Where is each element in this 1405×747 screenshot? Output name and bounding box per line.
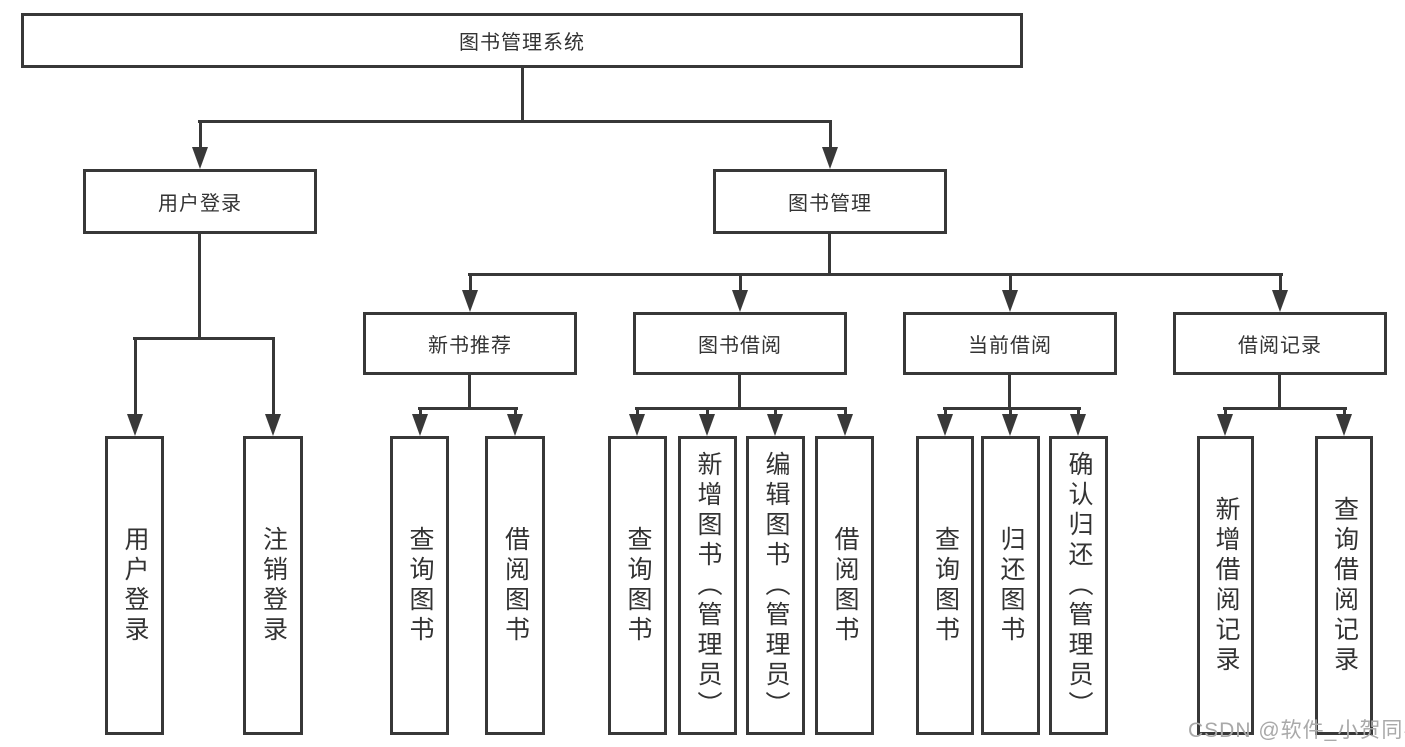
node-borrow-records-label: 借阅记录 [1238,335,1322,357]
csdn-watermark: CSDN @软件_小贺同学 [1188,719,1405,742]
connector-new-book-stem [468,375,471,410]
leaf-confirm-return-admin: 确认归还（管理员） [1049,436,1108,735]
arrow-down-icon [699,410,715,436]
leaf-add-books-admin: 新增图书（管理员） [678,436,737,735]
arrow-down-icon [937,410,953,436]
arrow-down-icon [462,276,478,312]
arrow-down-icon [1002,410,1018,436]
leaf-borrow-books-recommend: 借阅图书 [485,436,545,735]
arrow-down-icon [1002,276,1018,312]
node-book-borrow: 图书借阅 [633,312,847,375]
leaf-add-borrow-record: 新增借阅记录 [1197,436,1254,735]
leaf-logout-label: 注销登录 [259,525,288,646]
leaf-query-books-borrow-label: 查询图书 [624,525,652,646]
leaf-query-books-recommend-label: 查询图书 [406,525,434,646]
arrow-down-icon [1217,410,1233,436]
leaf-query-books-borrow: 查询图书 [608,436,667,735]
connector-borrow-records-stem [1278,375,1281,410]
arrow-down-icon [265,340,281,436]
leaf-add-books-admin-label: 新增图书（管理员） [694,450,722,721]
arrow-down-icon [1070,410,1086,436]
node-book-management-label: 图书管理 [788,193,872,215]
leaf-logout: 注销登录 [243,436,303,735]
arrow-down-icon [822,123,838,169]
leaf-return-books-label: 归还图书 [997,525,1025,646]
leaf-query-books-recommend: 查询图书 [390,436,449,735]
connector-book-borrow-stem [738,375,741,410]
leaf-query-books-current: 查询图书 [916,436,974,735]
arrow-down-icon [732,276,748,312]
connector-current-borrow-rail [943,407,1081,410]
arrow-down-icon [507,410,523,436]
node-book-management: 图书管理 [713,169,947,234]
connector-borrow-records-rail [1223,407,1347,410]
arrow-down-icon [837,410,853,436]
node-borrow-records: 借阅记录 [1173,312,1387,375]
leaf-borrow-books-recommend-label: 借阅图书 [501,525,530,646]
node-root-system: 图书管理系统 [21,13,1023,68]
arrow-down-icon [412,410,428,436]
arrow-down-icon [767,410,783,436]
leaf-return-books: 归还图书 [981,436,1040,735]
connector-root-stem [521,68,524,120]
connector-user-login-stem [198,234,201,340]
node-user-login: 用户登录 [83,169,317,234]
connector-book-borrow-rail [635,407,847,410]
node-current-borrow: 当前借阅 [903,312,1117,375]
leaf-user-login: 用户登录 [105,436,164,735]
arrow-down-icon [127,340,143,436]
leaf-query-borrow-record: 查询借阅记录 [1315,436,1373,735]
leaf-borrow-books-label: 借阅图书 [831,525,859,646]
arrow-down-icon [1272,276,1288,312]
leaf-confirm-return-admin-label: 确认归还（管理员） [1065,450,1093,721]
node-book-borrow-label: 图书借阅 [698,335,782,357]
leaf-add-borrow-record-label: 新增借阅记录 [1212,495,1240,676]
leaf-user-login-label: 用户登录 [121,525,149,646]
node-new-book-recommend-label: 新书推荐 [428,335,512,357]
leaf-query-books-current-label: 查询图书 [931,525,960,646]
connector-user-login-rail [133,337,275,340]
connector-new-book-rail [418,407,518,410]
node-new-book-recommend: 新书推荐 [363,312,577,375]
connector-book-mgmt-rail [468,273,1283,276]
node-current-borrow-label: 当前借阅 [968,335,1052,357]
connector-root-rail [198,120,832,123]
leaf-edit-books-admin: 编辑图书（管理员） [746,436,805,735]
connector-current-borrow-stem [1008,375,1011,410]
arrow-down-icon [629,410,645,436]
leaf-edit-books-admin-label: 编辑图书（管理员） [762,450,790,721]
connector-book-mgmt-stem [828,234,831,276]
leaf-query-borrow-record-label: 查询借阅记录 [1330,495,1359,676]
node-user-login-label: 用户登录 [158,193,242,215]
leaf-borrow-books: 借阅图书 [815,436,874,735]
arrow-down-icon [192,123,208,169]
node-root-label: 图书管理系统 [459,32,585,54]
arrow-down-icon [1336,410,1352,436]
